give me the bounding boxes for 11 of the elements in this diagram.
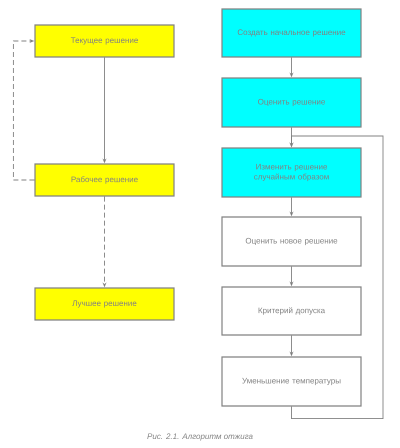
process-box: Критерий допуска xyxy=(221,286,362,336)
caption: Рис. 2.1. Алгоритм отжига xyxy=(147,433,253,441)
process-box: Оценить новое решение xyxy=(221,216,362,267)
process-box: Уменьшение температуры xyxy=(221,356,362,407)
process-box: Текущее решение xyxy=(34,24,175,58)
process-box: Изменить решение случайным образом xyxy=(221,147,362,198)
process-box: Создать начальное решение xyxy=(221,8,362,58)
arrow xyxy=(12,38,35,180)
process-box: Оценить решение xyxy=(221,77,362,128)
process-box: Лучшее решение xyxy=(34,287,175,321)
process-box: Рабочее решение xyxy=(34,163,175,197)
